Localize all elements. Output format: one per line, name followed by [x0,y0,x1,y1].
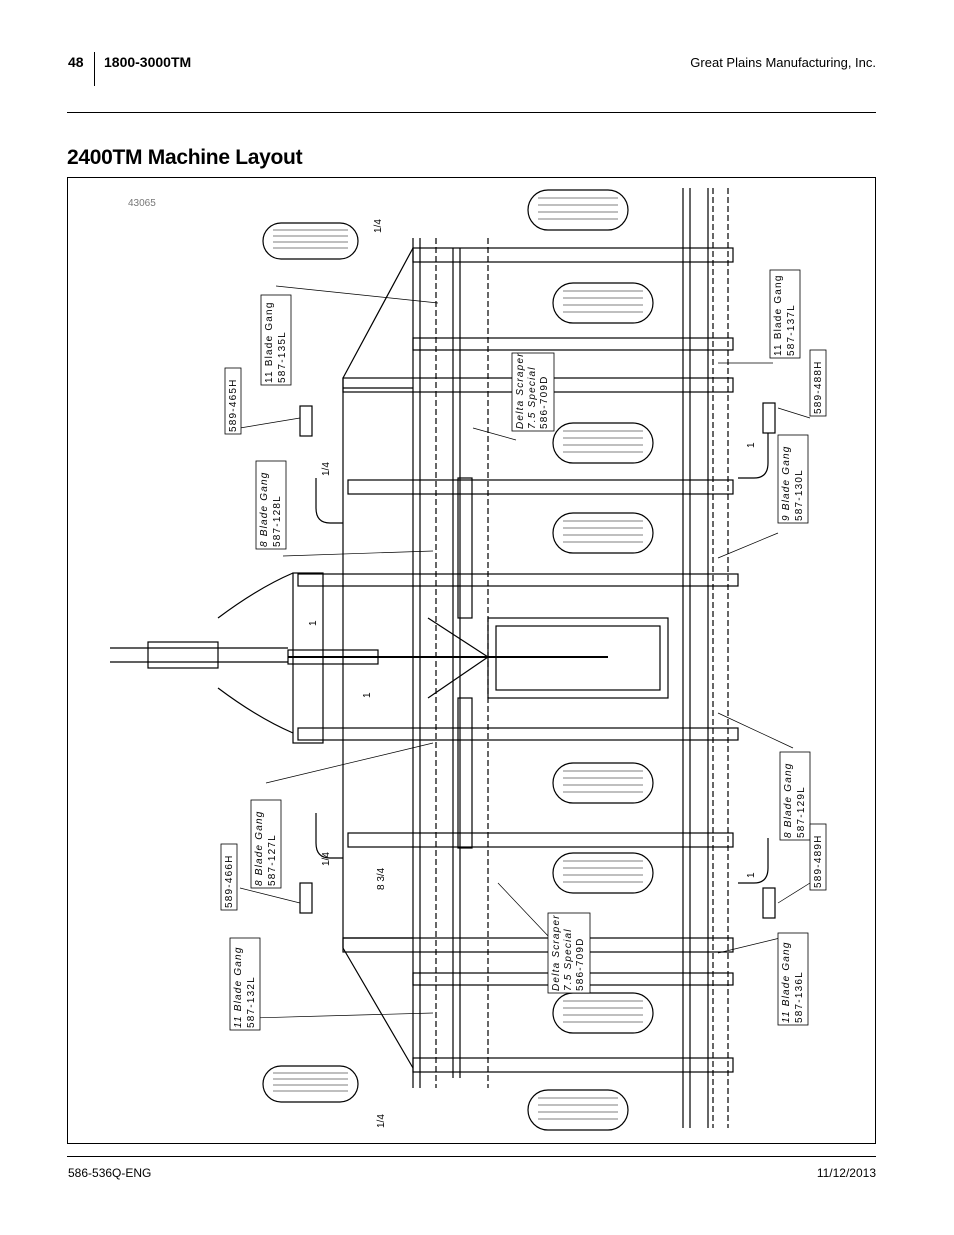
callout-gang-132l-line2: 587-132L [246,976,257,1028]
callout-gang-128l-line2: 587-128L [272,495,283,547]
leader-lines [239,285,811,1019]
callout-gang-135l-line1: 11 Blade Gang [264,301,275,383]
callout-scraper-top-line1: Delta Scraper [515,352,526,429]
frame-lines [110,188,776,1128]
callout-scraper-bottom-line1: Delta Scraper [551,914,562,991]
tire-treads [273,197,643,1120]
document-number: 586-536Q-ENG [68,1166,152,1180]
page-number: 48 [68,54,84,70]
dimension-label: 1/4 [321,462,332,476]
callout-gang-137l-line1: 11 Blade Gang [773,274,784,356]
dimension-label: 1 [362,692,373,698]
dimension-label: 1 [746,872,757,878]
callout-gang-127l-line2: 587-127L [267,834,278,886]
callout-part-489h: 589-489H [813,834,824,888]
header-divider [94,52,95,86]
dimension-label: 1 [746,442,757,448]
callout-gang-136l-line2: 587-136L [794,971,805,1023]
callout-part-465h: 589-465H [228,378,239,432]
callout-part-488h: 589-488H [813,360,824,414]
callout-gang-137l-line2: 587-137L [786,304,797,356]
company-name: Great Plains Manufacturing, Inc. [690,55,876,70]
dimension-label: 8 3/4 [376,867,387,890]
model-name: 1800-3000TM [104,54,192,70]
callout-part-466h: 589-466H [224,854,235,908]
figure-id: 43065 [128,198,156,209]
callout-gang-130l-line1: 9 Blade Gang [781,445,792,521]
callout-gang-128l-line1: 8 Blade Gang [259,471,270,547]
callout-scraper-bottom-line2: 7.5 Special [563,928,574,991]
header-rule [67,112,876,113]
dimension-label: 1/4 [376,1114,387,1128]
callout-gang-127l-line1: 8 Blade Gang [254,810,265,886]
callout-gang-136l-line1: 11 Blade Gang [781,941,792,1023]
callout-scraper-top-line3: 586-709D [539,375,550,429]
callout-gang-130l-line2: 587-130L [794,469,805,521]
dimension-label: 1/4 [321,852,332,866]
callout-gang-135l-line2: 587-135L [277,331,288,383]
footer-rule [67,1156,876,1157]
machine-drawing: 11 Blade Gang 587-135L 589-465H 8 Blade … [110,188,827,1131]
dimension-label: 1/4 [373,219,384,233]
publication-date: 11/12/2013 [816,1166,876,1180]
callout-gang-129l-line2: 587-129L [796,786,807,838]
callout-scraper-top-line2: 7.5 Special [527,366,538,429]
dimension-label: 1 [308,620,319,626]
callout-boxes [220,269,827,1031]
callout-gang-132l-line1: 11 Blade Gang [233,946,244,1028]
machine-layout-figure: 43065 [67,177,876,1144]
callout-gang-129l-line1: 8 Blade Gang [783,762,794,838]
tires [262,189,654,1131]
page-title: 2400TM Machine Layout [67,146,303,169]
callout-scraper-bottom-line3: 586-709D [575,937,586,991]
